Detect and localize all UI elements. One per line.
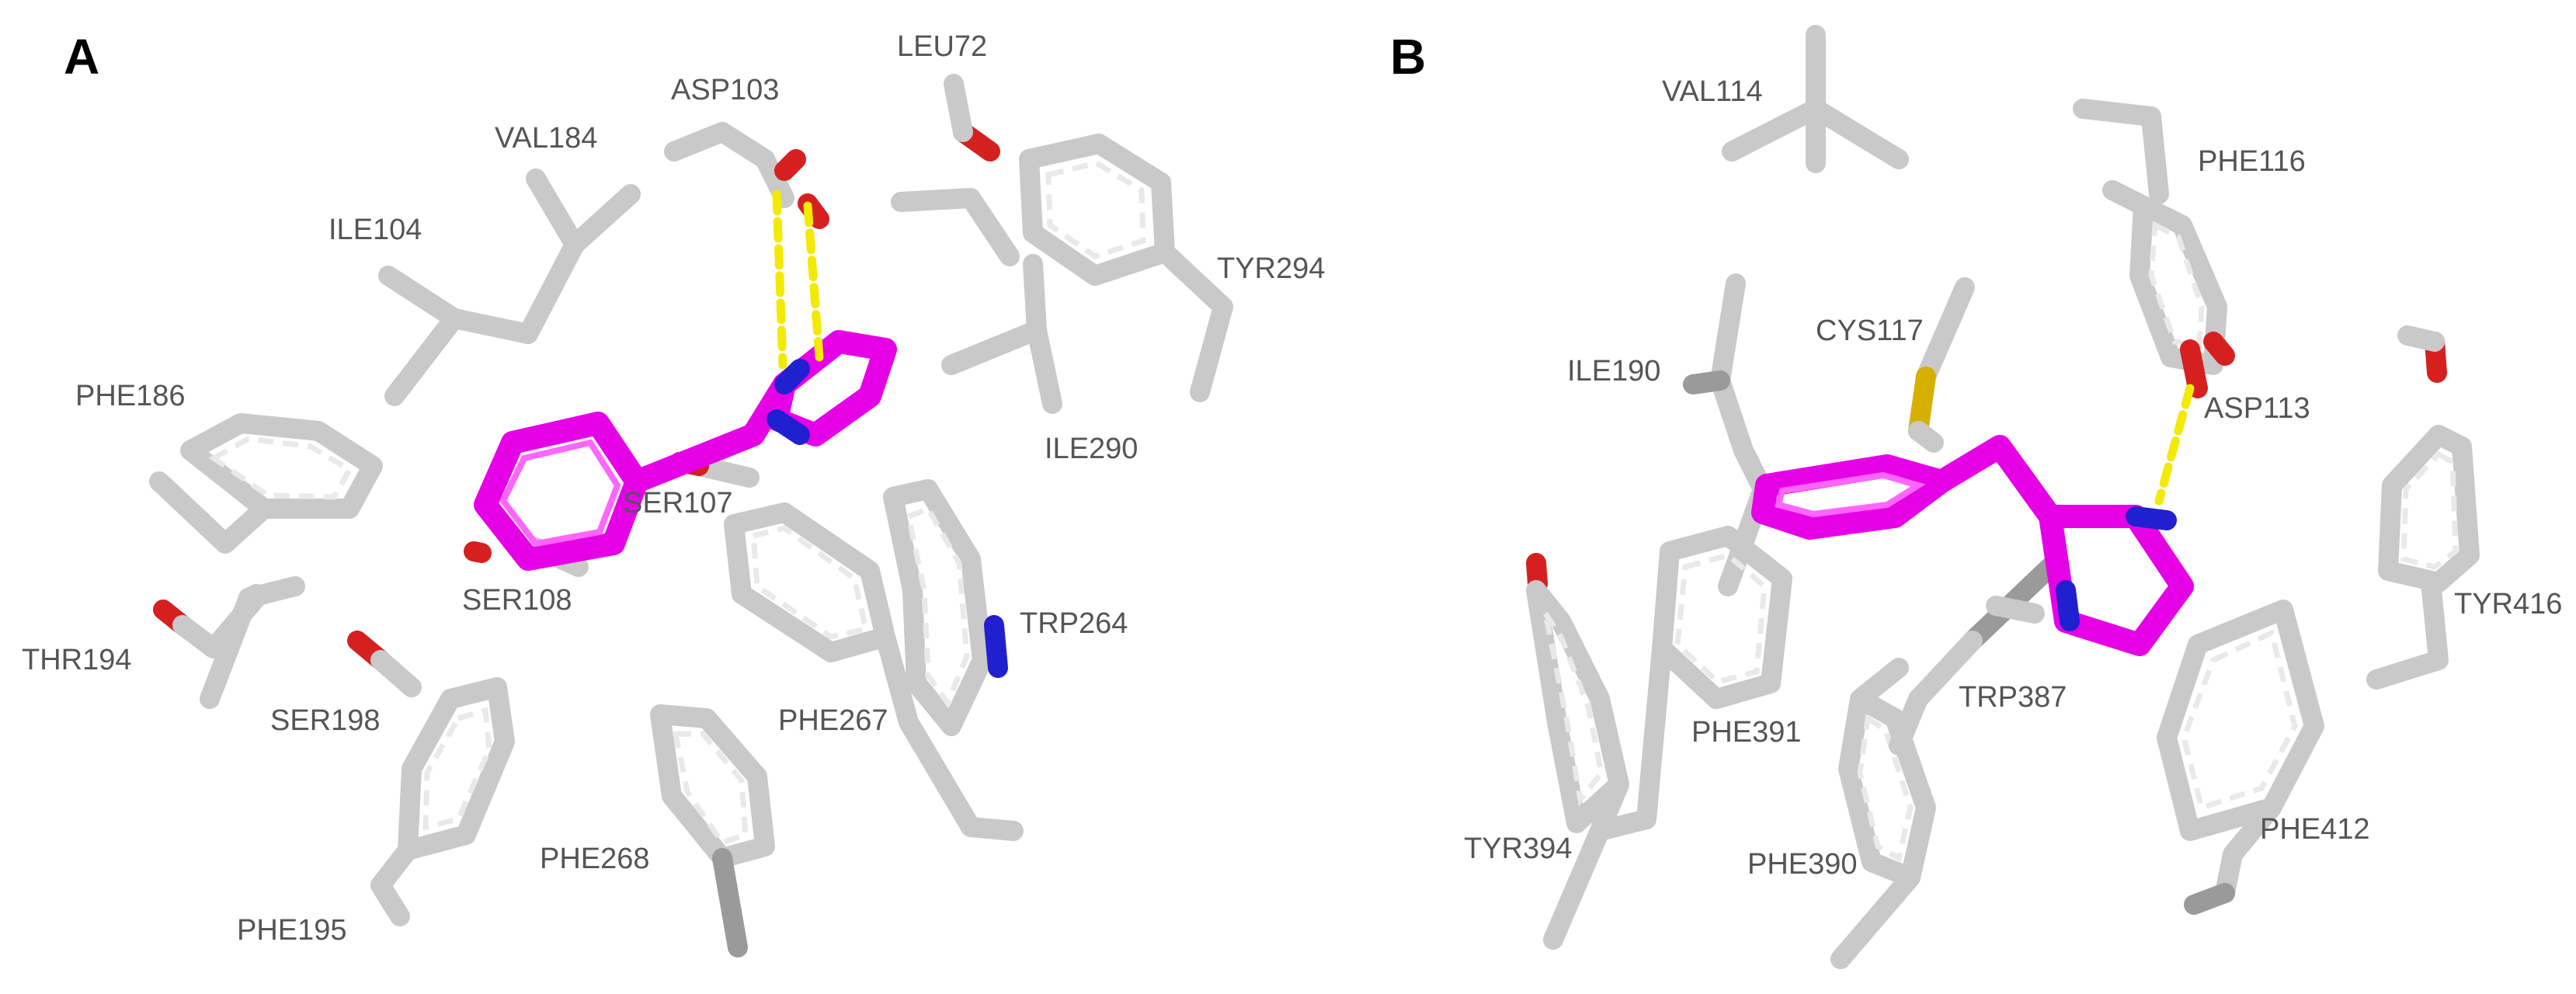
residue-val184 [518,169,641,344]
residue-phe116 [2073,99,2227,375]
residue-tyr294 [1019,134,1233,402]
label-val184: VAL184 [495,122,597,155]
residue-ile290 [941,254,1062,414]
residue-phe391 [1636,526,1792,829]
residue-val114 [1722,25,1909,173]
label-ser198: SER198 [270,704,381,737]
panel-b-label: B [1390,29,1426,85]
label-phe116: PHE116 [2198,145,2306,178]
label-ile104: ILE104 [329,214,422,246]
label-cys117: CYS117 [1816,315,1924,347]
residue-phe195 [370,677,515,926]
label-ser107: SER107 [623,487,733,520]
label-ser108: SER108 [462,584,572,617]
label-phe390: PHE390 [1747,848,1858,881]
residue-phe390 [1830,658,1936,969]
label-phe195: PHE195 [237,914,347,947]
ligand-b [1751,435,2194,656]
label-tyr394: TYR394 [1464,832,1572,865]
label-trp264: TRP264 [1020,607,1128,640]
label-phe267: PHE267 [778,704,888,737]
label-asp113: ASP113 [2204,392,2310,425]
label-val114: VAL114 [1662,75,1763,108]
label-phe391: PHE391 [1691,716,1802,749]
residue-phe267 [724,502,1024,841]
label-leu72: LEU72 [897,30,987,63]
residue-phe268 [650,704,775,958]
panel-a: A [22,29,1325,958]
label-phe268: PHE268 [540,843,650,875]
label-asp103: ASP103 [671,74,779,106]
label-ile190: ILE190 [1567,355,1660,388]
residue-tyr416 [2366,325,2480,690]
label-trp387: TRP387 [1959,681,2067,714]
residue-trp387 [1889,553,2064,756]
residue-ile104 [378,266,538,406]
residue-cys117 [1908,277,1975,453]
residue-asp103 [664,122,829,229]
panel-a-label: A [64,29,99,85]
label-thr194: THR194 [22,644,132,676]
residue-asp113 [2180,332,2235,398]
residue-phe186 [149,413,383,554]
panel-b: B [1390,25,2562,969]
residue-trp264 [883,479,1008,736]
hbonds-a [772,189,824,370]
residue-ser198 [347,631,422,697]
residue-leu72 [891,74,1020,266]
residue-thr194 [153,576,305,709]
residue-tyr394 [1526,553,1656,950]
ligand-a [474,330,897,571]
residue-phe412 [2157,600,2324,915]
label-tyr416: TYR416 [2454,588,2562,620]
label-tyr294: TYR294 [1217,252,1325,285]
label-phe412: PHE412 [2260,813,2370,846]
hbonds-b [2154,384,2195,506]
label-phe186: PHE186 [75,380,186,412]
label-ile290: ILE290 [1045,433,1138,465]
